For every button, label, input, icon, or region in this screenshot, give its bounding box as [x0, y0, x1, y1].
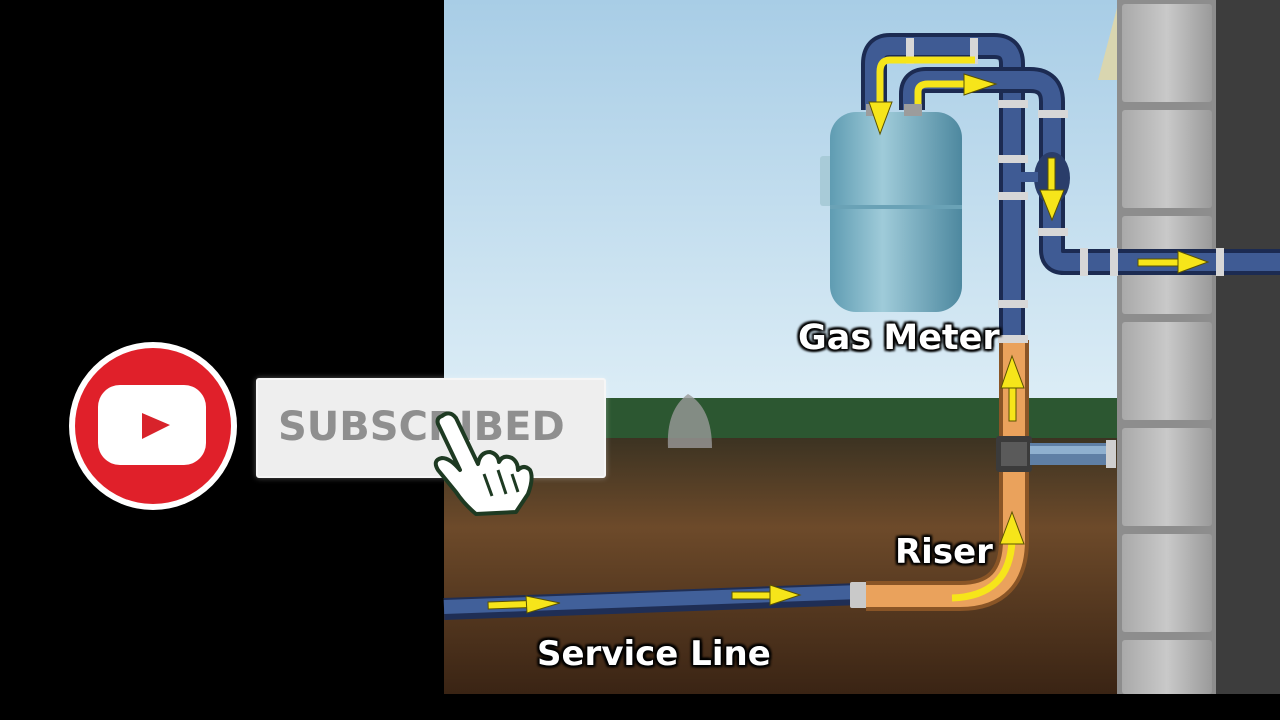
riser-label: Riser [895, 532, 993, 572]
right-strip [1215, 0, 1280, 720]
flow-arrow-icon [951, 510, 1025, 602]
flow-arrow-icon [1137, 250, 1210, 274]
service-line-label: Service Line [537, 634, 771, 674]
roof-eave [1098, 8, 1117, 80]
flow-arrow-icon [1039, 157, 1065, 222]
sleeve-pipe [1030, 440, 1116, 468]
bottom-black-bar [444, 694, 1280, 720]
hand-cursor-icon [433, 411, 534, 516]
gas-meter [820, 104, 962, 312]
subscribed-button[interactable]: SUBSCRIBED [256, 378, 606, 478]
flow-arrow-icon [1000, 354, 1025, 422]
left-black-panel [0, 0, 444, 720]
flow-arrow-icon [914, 73, 998, 104]
flow-arrow-icon [487, 595, 561, 614]
subscribed-label: SUBSCRIBED [278, 404, 565, 450]
house-wall [1117, 0, 1216, 694]
gas-meter-label: Gas Meter [798, 318, 1000, 358]
youtube-logo-icon[interactable] [66, 341, 240, 511]
background-shrub [667, 394, 712, 448]
flow-arrow-icon [731, 584, 802, 606]
flow-arrows [487, 56, 1210, 614]
meter-supply-pipe [861, 33, 1280, 343]
flow-arrow-icon [868, 56, 975, 136]
